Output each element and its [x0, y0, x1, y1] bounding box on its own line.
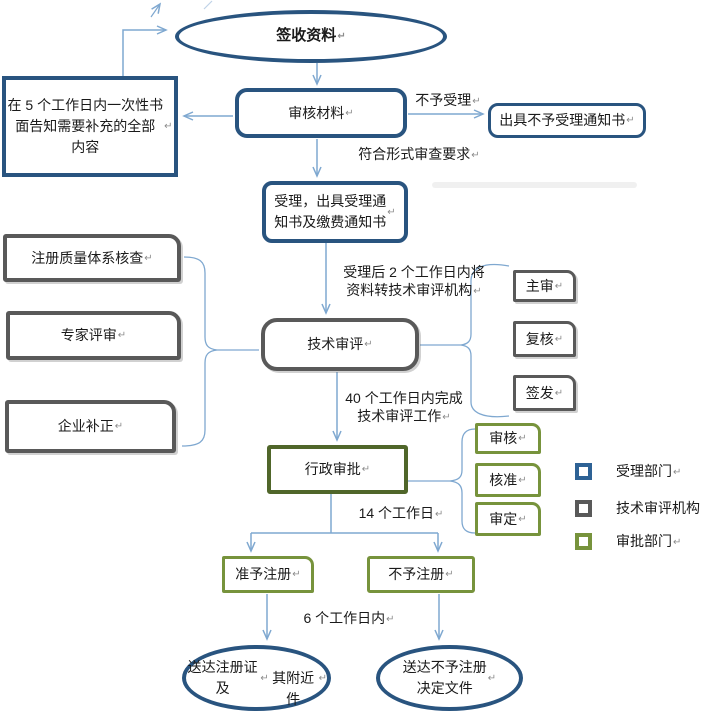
brace-left-inputs — [181, 256, 218, 447]
legend-swatch-approval-dept — [575, 532, 592, 550]
legend-label-acceptance-dept: 受理部门↵ — [616, 463, 682, 479]
stray-mark-2 — [203, 0, 213, 10]
process-box-supplement-notice: 在 5 个工作日内一次性书 面告知需要补充的全部 内容↵ — [2, 76, 178, 177]
legend-label-tech-review-agency: 技术审评机构 — [616, 500, 700, 516]
process-box-technical-review: 技术审评↵ — [261, 318, 419, 371]
legend-label-approval-dept: 审批部门↵ — [616, 533, 682, 549]
process-box-accept: 受理，出具受理通 知书及缴费通知书↵ — [262, 181, 408, 243]
process-box-ratify: 核准↵ — [475, 463, 541, 497]
brace-right-approvers — [449, 428, 476, 534]
process-box-reject-notice: 出具不予受理通知书↵ — [488, 103, 646, 138]
edge-label-transfer-2-days: 受理后 2 个工作日内将 资料转技术审评机构↵ — [343, 264, 485, 299]
process-box-review-materials: 审核材料↵ — [235, 88, 407, 138]
legend-swatch-acceptance-dept — [575, 462, 592, 480]
process-box-recheck: 复核↵ — [513, 321, 576, 357]
process-box-audit: 审核↵ — [475, 423, 541, 454]
stray-mark — [150, 2, 162, 18]
process-box-approve-registration: 准予注册↵ — [222, 556, 314, 593]
process-box-enterprise-correction: 企业补正↵ — [5, 400, 176, 453]
legend-row-approval: 审批部门↵ — [575, 531, 681, 551]
edge-label-6-days: 6 个工作日内↵ — [303, 610, 395, 626]
edge-label-meets-requirements: 符合形式审查要求↵ — [358, 146, 480, 162]
process-box-sign-issue: 签发↵ — [513, 375, 576, 411]
watermark-smudge — [432, 182, 637, 188]
process-box-validate: 审定↵ — [475, 502, 541, 536]
end-ellipse-deliver-denial: 送达不予注册 决定文件↵ — [376, 645, 523, 711]
end-ellipse-deliver-certificate: 送达注册证及↵ 其附近件↵ — [182, 645, 331, 711]
process-box-admin-approval: 行政审批↵ — [267, 445, 408, 494]
process-box-quality-system-check: 注册质量体系核查↵ — [3, 234, 181, 282]
edge-label-finish-40-days: 40 个工作日内完成 技术审评工作↵ — [345, 390, 463, 425]
line-admin-split — [251, 494, 438, 534]
legend-row-acceptance: 受理部门↵ — [575, 461, 681, 481]
edge-label-14-days: 14 个工作日↵ — [358, 505, 444, 521]
process-box-deny-registration: 不予注册↵ — [367, 556, 475, 593]
legend-swatch-tech-review-agency — [575, 499, 592, 517]
edge-label-not-accepted: 不予受理↵ — [415, 92, 481, 108]
legend-row-tech-review: 技术审评机构 — [575, 498, 700, 518]
start-ellipse-sign-receive: 签收资料↵ — [175, 10, 447, 63]
process-box-expert-review: 专家评审↵ — [6, 311, 181, 360]
process-box-primary-review: 主审↵ — [513, 270, 576, 302]
arrow-supplement-to-start — [122, 25, 168, 76]
